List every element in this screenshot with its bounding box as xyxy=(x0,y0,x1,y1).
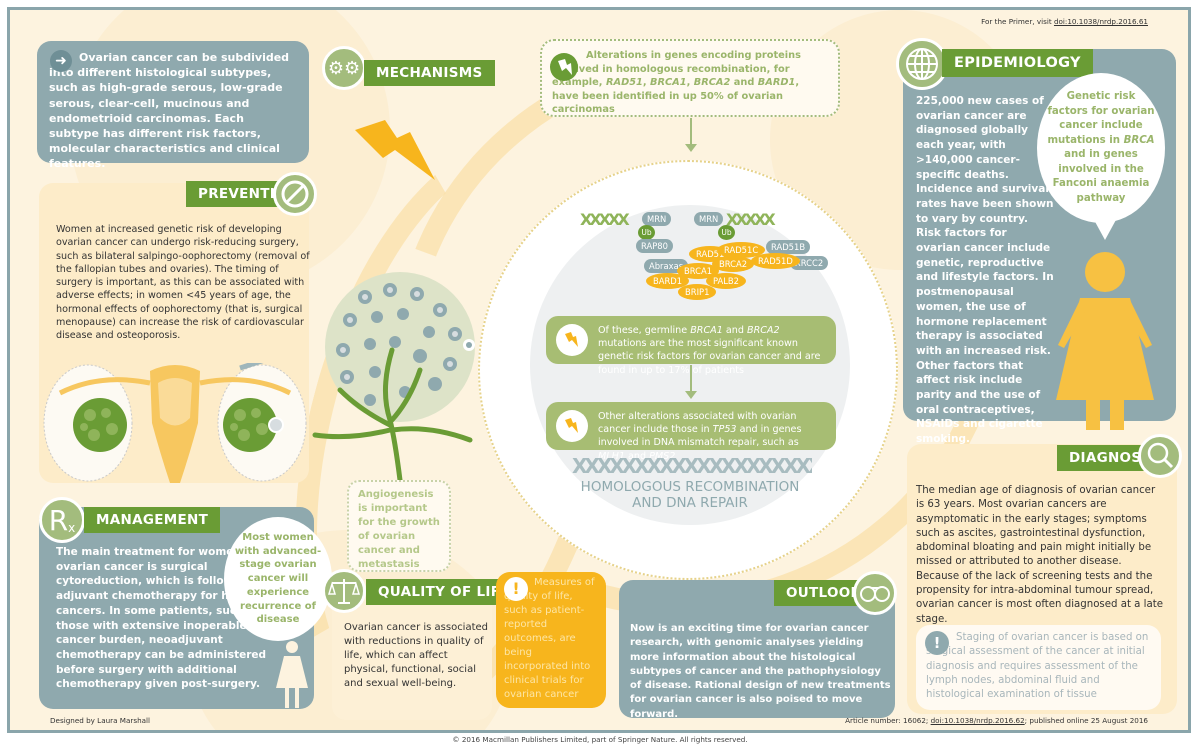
genetic-risk-text: Genetic risk factors for ovarian cancer … xyxy=(1047,91,1155,204)
article-doi-link[interactable]: doi:10.1038/nrdp.2016.62 xyxy=(930,716,1025,725)
management-label: MANAGEMENT xyxy=(84,507,221,533)
mechanisms-hr-text: Alterations in genes encoding proteins i… xyxy=(552,50,801,115)
other-alterations-box: Other alterations associated with ovaria… xyxy=(546,402,836,462)
genetic-risk-bubble: Genetic risk factors for ovarian cancer … xyxy=(1037,73,1165,223)
outlook-text: Now is an exciting time for ovarian canc… xyxy=(630,623,891,720)
protein-rad51c: RAD51C xyxy=(717,242,766,258)
bubble-tail xyxy=(1093,218,1117,240)
mechanisms-label: MECHANISMS xyxy=(364,60,495,86)
angiogenesis-note: Angiogenesis is important for the growth… xyxy=(347,480,451,572)
protein-rad51b: RAD51B xyxy=(766,240,811,254)
designer-credit: Designed by Laura Marshall xyxy=(50,716,151,725)
globe-icon xyxy=(896,38,948,90)
woman-figure-icon xyxy=(1050,250,1160,434)
flow-arrow xyxy=(690,365,692,395)
no-entry-icon xyxy=(273,172,317,216)
magnifier-icon xyxy=(1138,434,1182,478)
exclamation-icon: ! xyxy=(504,577,528,601)
lightning-icon xyxy=(556,410,588,442)
ubiquitin-marker: Ub xyxy=(638,225,655,240)
woman-figure-small-icon xyxy=(274,640,310,712)
protein-brip1: BRIP1 xyxy=(678,284,717,300)
protein-rad51d: RAD51D xyxy=(751,253,800,269)
mechanisms-hr-box: Alterations in genes encoding proteins i… xyxy=(540,39,840,117)
primer-doi-link[interactable]: doi:10.1038/nrdp.2016.61 xyxy=(1053,17,1148,26)
gears-icon: ⚙⚙ xyxy=(322,46,366,90)
staging-note-text: Staging of ovarian cancer is based on su… xyxy=(926,632,1149,701)
article-info: Article number: 16062; doi:10.1038/nrdp.… xyxy=(845,716,1148,725)
ubiquitin-marker: Ub xyxy=(718,225,735,240)
dna-strand-icon: XXXXX xyxy=(726,210,776,229)
exclamation-icon: ! xyxy=(925,631,949,655)
binoculars-icon xyxy=(853,571,897,615)
hr-title-line2: AND DNA REPAIR xyxy=(632,495,748,511)
protein-palb2: PALB2 xyxy=(706,273,746,289)
reproductive-organs-illustration xyxy=(40,345,310,483)
cell-marker xyxy=(463,339,475,351)
hr-title-line1: HOMOLOGOUS RECOMBINATION xyxy=(580,479,800,495)
management-text: The main treatment for women with ovaria… xyxy=(56,546,274,691)
primer-prefix: For the Primer, visit xyxy=(981,17,1054,26)
quality-of-life-label: QUALITY OF LIFE xyxy=(366,579,522,605)
protein-mrn: MRN xyxy=(642,212,672,226)
intro-box: ➜ Ovarian cancer can be subdivided into … xyxy=(37,41,309,170)
prevention-text: Women at increased genetic risk of devel… xyxy=(56,224,310,342)
lightning-icon xyxy=(550,53,578,81)
arrow-head xyxy=(685,391,697,399)
protein-bard1: BARD1 xyxy=(646,273,690,289)
epidemiology-label: EPIDEMIOLOGY xyxy=(942,49,1093,77)
qol-measures-note: ! Measures of quality of life, such as p… xyxy=(496,572,606,708)
copyright-bar: © 2016 Macmillan Publishers Limited, par… xyxy=(0,733,1200,749)
protein-brca1: BRCA1 xyxy=(677,263,720,279)
arrow-right-icon: ➜ xyxy=(50,50,72,72)
publication-date: ; published online 25 August 2016 xyxy=(1024,716,1148,725)
lightning-bolt-icon xyxy=(355,120,435,189)
diagnosis-text: The median age of diagnosis of ovarian c… xyxy=(916,485,1163,625)
recurrence-bubble: Most women with advanced-stage ovarian c… xyxy=(224,517,332,641)
qol-measures-text: Measures of quality of life, such as pat… xyxy=(504,577,595,700)
brca-risk-box: Of these, germline BRCA1 and BRCA2 mutat… xyxy=(546,316,836,376)
hr-title: HOMOLOGOUS RECOMBINATION AND DNA REPAIR xyxy=(550,479,830,511)
scales-icon xyxy=(322,569,366,613)
arrow-head xyxy=(685,144,697,152)
dna-strand-icon: XXXXX xyxy=(580,210,630,229)
quality-of-life-text: Ovarian cancer is associated with reduct… xyxy=(344,622,489,689)
protein-rap80: RAP80 xyxy=(636,239,673,253)
staging-note: ! Staging of ovarian cancer is based on … xyxy=(916,625,1161,710)
primer-note: For the Primer, visit doi:10.1038/nrdp.2… xyxy=(981,17,1148,26)
flow-arrow xyxy=(690,118,692,148)
copyright-text: © 2016 Macmillan Publishers Limited, par… xyxy=(442,735,758,744)
tumour-cells-illustration xyxy=(325,272,475,422)
lightning-icon xyxy=(556,324,588,356)
intro-text: Ovarian cancer can be subdivided into di… xyxy=(49,51,290,171)
dna-helix-icon: XXXXXXXXXXXXXXXXXXXXXX xyxy=(572,454,812,478)
article-number: Article number: 16062; xyxy=(845,716,931,725)
blood-vessel-tree-illustration xyxy=(310,330,490,484)
protein-mrn: MRN xyxy=(694,212,724,226)
infographic-frame: For the Primer, visit doi:10.1038/nrdp.2… xyxy=(7,7,1191,733)
epidemiology-text: 225,000 new cases of ovarian cancer are … xyxy=(916,95,1054,446)
protein-brca2: BRCA2 xyxy=(712,256,755,272)
